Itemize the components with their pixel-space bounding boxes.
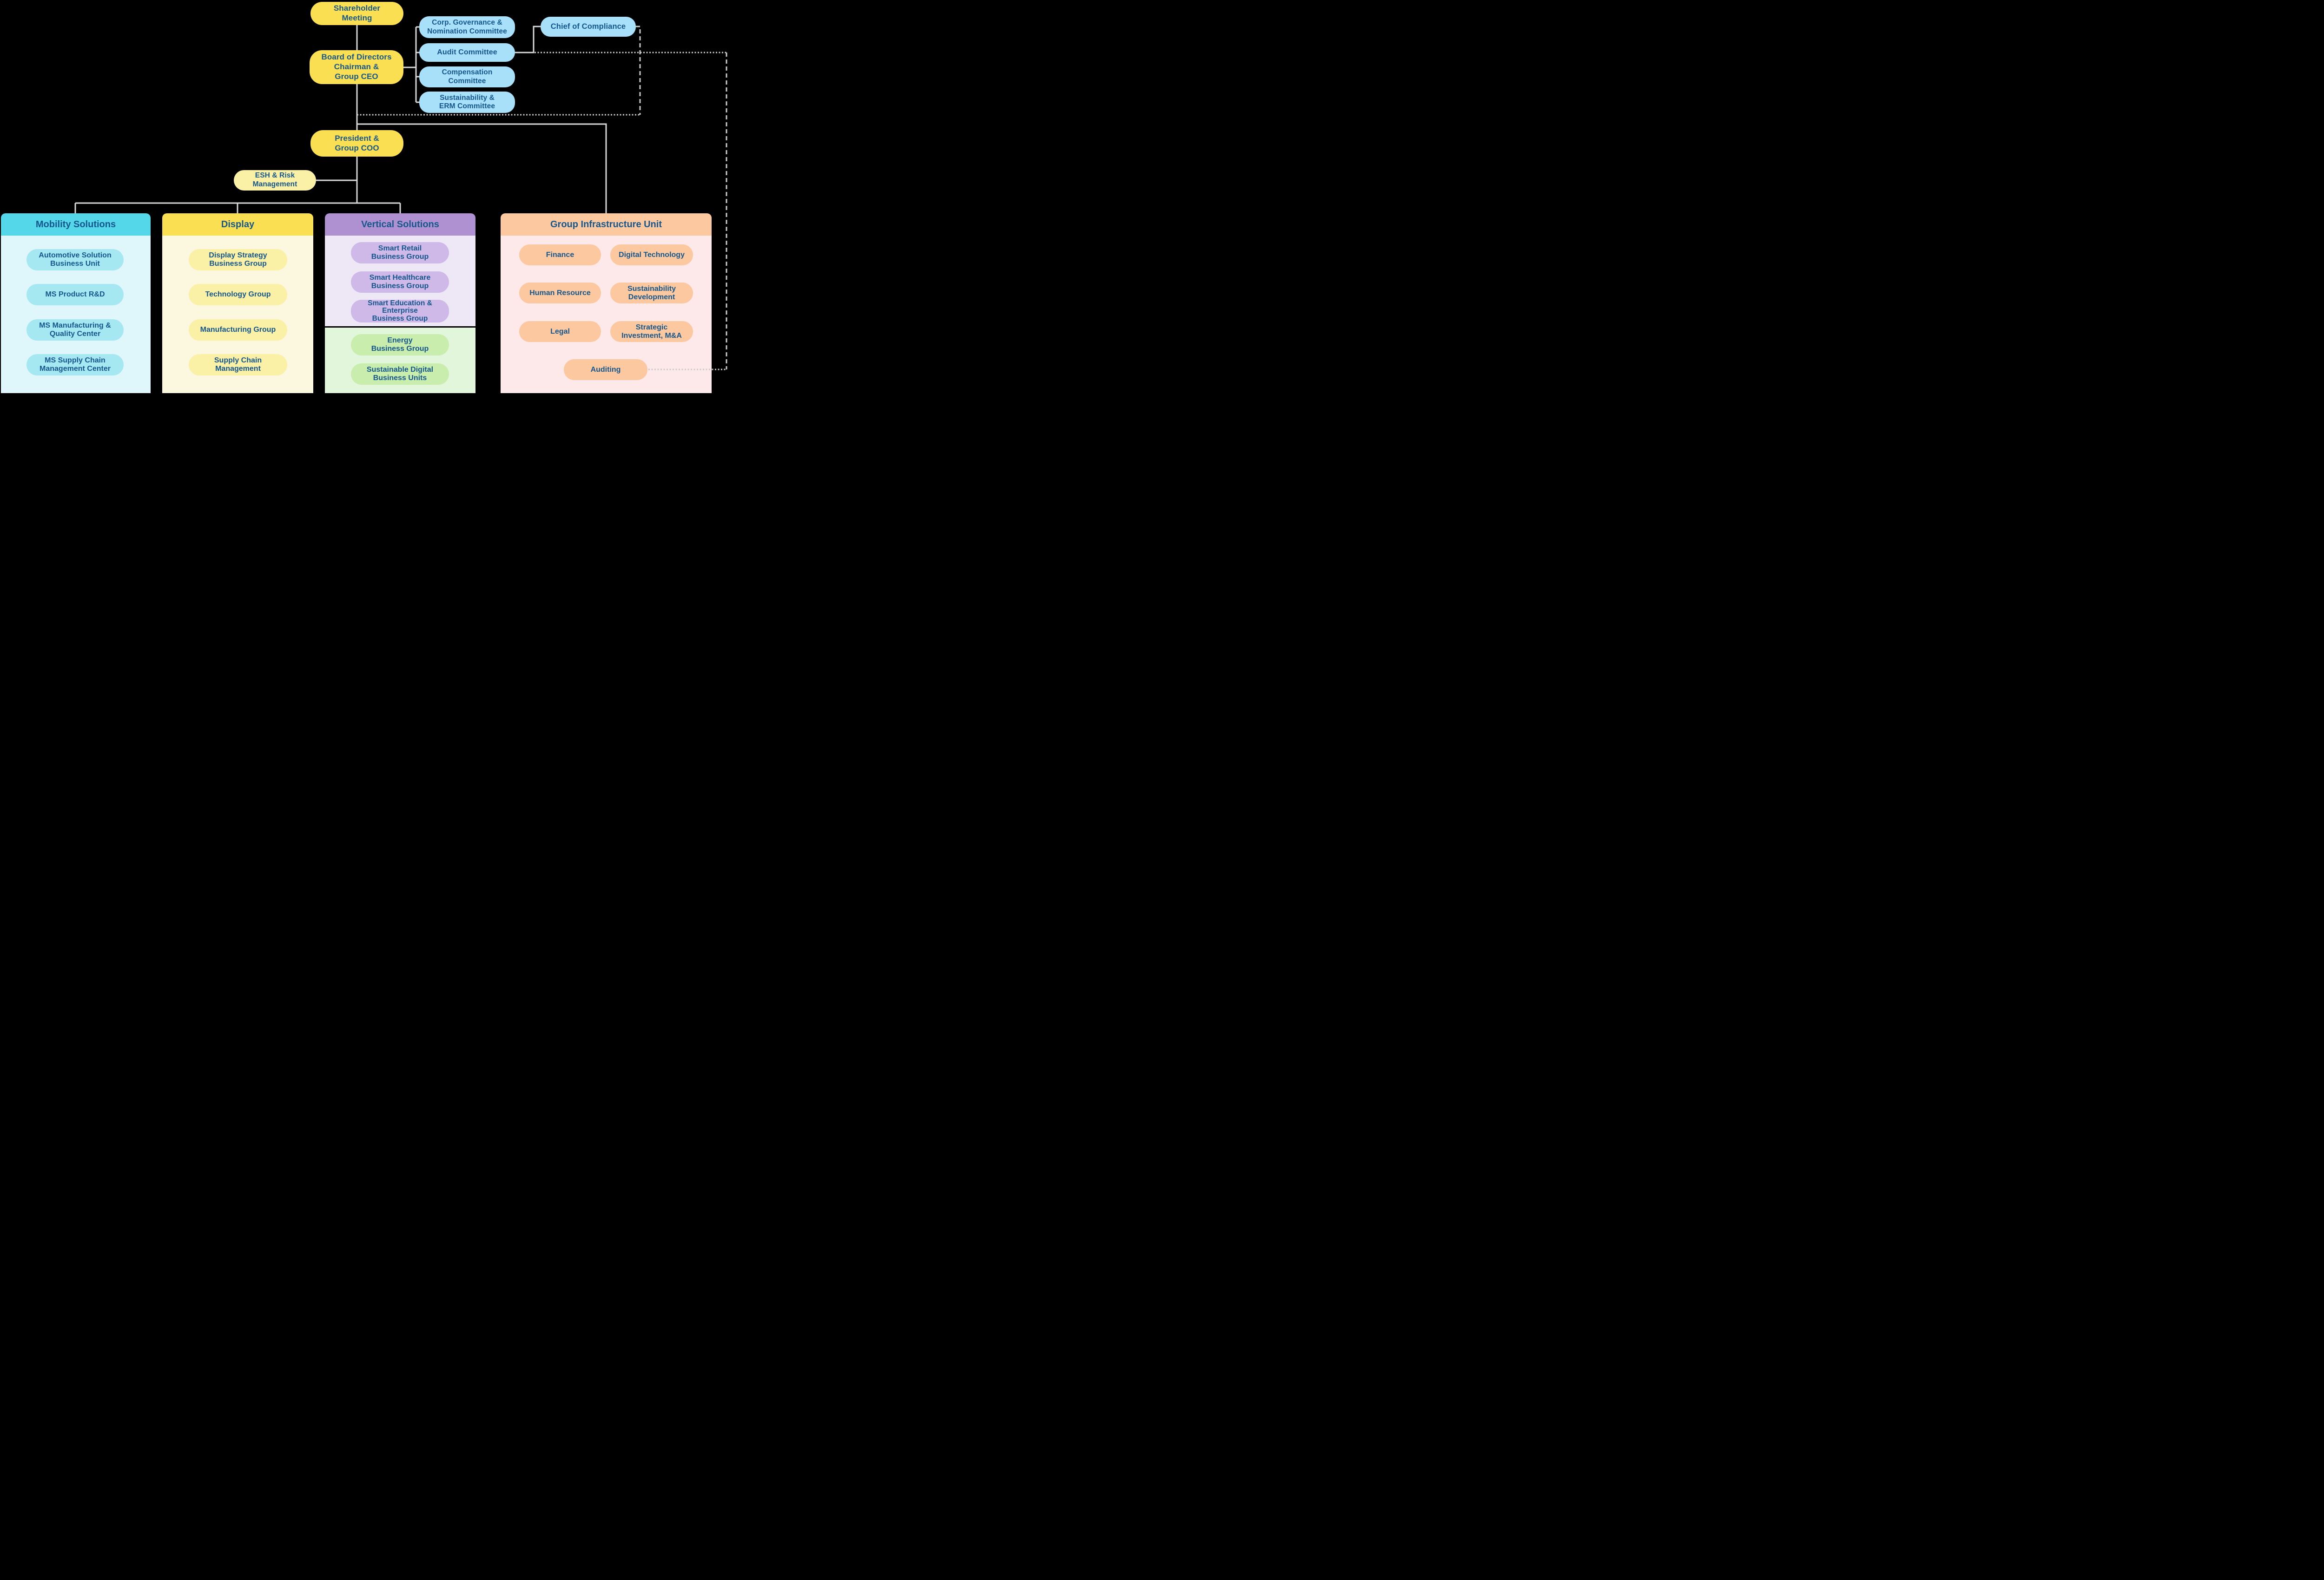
node-manufacturing-group: Manufacturing Group (189, 319, 287, 341)
panel-mobility-solutions: Mobility Solutions Automotive Solution B… (1, 213, 151, 393)
node-esh-risk-management: ESH & Risk Management (234, 170, 316, 191)
node-digital-technology: Digital Technology (610, 244, 693, 265)
node-ms-product-rd: MS Product R&D (26, 284, 124, 305)
panel-infrastructure-header: Group Infrastructure Unit (501, 213, 712, 236)
line-audit-to-compliance (515, 26, 541, 53)
node-display-strategy-bg: Display Strategy Business Group (189, 249, 287, 270)
node-smart-retail-bg: Smart Retail Business Group (351, 242, 449, 263)
node-board-of-directors: Board of Directors Chairman & Group CEO (310, 50, 403, 84)
node-chief-of-compliance: Chief of Compliance (541, 17, 636, 37)
node-smart-education-enterprise-bg: Smart Education & Enterprise Business Gr… (351, 299, 449, 323)
node-audit-committee: Audit Committee (419, 43, 515, 62)
org-chart: Shareholder Meeting Board of Directors C… (0, 0, 729, 393)
node-automotive-solution-bu: Automotive Solution Business Unit (26, 249, 124, 270)
node-technology-group: Technology Group (189, 284, 287, 305)
node-ms-manufacturing-quality: MS Manufacturing & Quality Center (26, 319, 124, 341)
node-legal: Legal (519, 321, 601, 342)
panel-group-infrastructure: Group Infrastructure Unit Finance Digita… (501, 213, 712, 393)
connector-lines-overlay (648, 369, 726, 370)
panel-energy-sustainable: Energy Business Group Sustainable Digita… (325, 328, 475, 393)
node-strategic-investment-ma: Strategic Investment, M&A (610, 321, 693, 342)
node-smart-healthcare-bg: Smart Healthcare Business Group (351, 271, 449, 293)
node-shareholder-meeting: Shareholder Meeting (310, 2, 403, 25)
node-sustainable-digital-bu: Sustainable Digital Business Units (351, 363, 449, 385)
panel-vertical-solutions: Vertical Solutions Smart Retail Business… (325, 213, 475, 326)
line-branch-col4 (357, 123, 607, 215)
node-supply-chain-management: Supply Chain Management (189, 354, 287, 375)
node-ms-supply-chain: MS Supply Chain Management Center (26, 354, 124, 375)
node-sustainability-erm-committee: Sustainability & ERM Committee (419, 92, 515, 113)
dashed-compliance-down (636, 26, 641, 115)
node-human-resource: Human Resource (519, 283, 601, 303)
line-committee-stubs (416, 26, 420, 103)
node-compensation-committee: Compensation Committee (419, 66, 515, 87)
panel-vertical-header: Vertical Solutions (325, 213, 475, 236)
panel-display: Display Display Strategy Business Group … (162, 213, 313, 393)
panel-mobility-header: Mobility Solutions (1, 213, 151, 236)
node-auditing: Auditing (564, 359, 647, 380)
panel-display-header: Display (162, 213, 313, 236)
node-corp-governance-committee: Corp. Governance & Nomination Committee (419, 16, 515, 38)
node-sustainability-development: Sustainability Development (610, 283, 693, 303)
connector-lines (74, 25, 727, 369)
node-president-coo: President & Group COO (310, 130, 403, 157)
node-energy-bg: Energy Business Group (351, 334, 449, 356)
node-finance: Finance (519, 244, 601, 265)
